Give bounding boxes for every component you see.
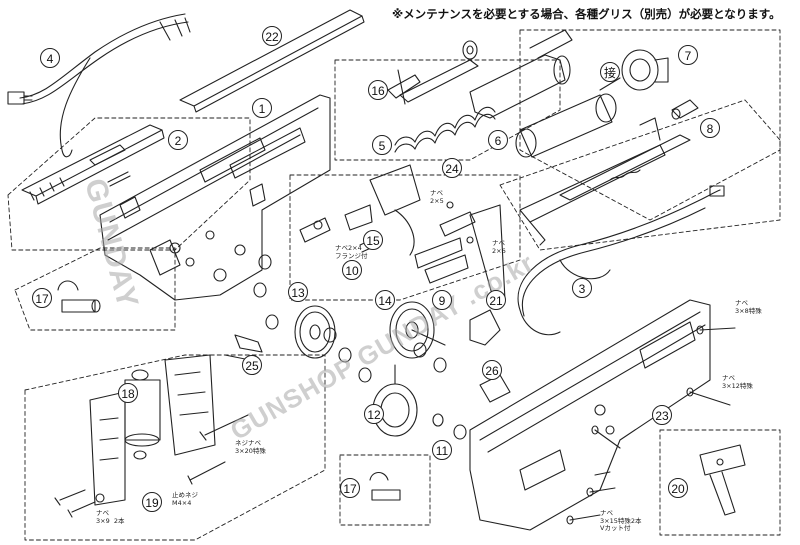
- callout-5: 5: [372, 135, 392, 155]
- part-7-cylinder-head: [599, 49, 669, 91]
- part-3-wiring: [517, 185, 725, 336]
- callout-8: 8: [700, 118, 720, 138]
- callout-12: 12: [364, 404, 384, 424]
- callout-16: 16: [368, 80, 388, 100]
- part-17-bottom-piece: [369, 471, 401, 501]
- screw-label-3x8: ナベ 3×8特殊: [735, 299, 762, 315]
- part-5-piston: [394, 29, 573, 153]
- screws-right: [566, 325, 736, 525]
- part-nozzle: [671, 99, 699, 120]
- part-1-gearbox-shell: [99, 94, 331, 301]
- group-box-selector: [289, 174, 521, 301]
- callout-1: 1: [252, 98, 272, 118]
- screws-lower-left: [54, 414, 249, 518]
- callout-18: 18: [118, 383, 138, 403]
- part-26-trigger: [469, 309, 511, 403]
- callout-11: 11: [432, 440, 452, 460]
- callout-23: 23: [652, 405, 672, 425]
- callout-9: 9: [432, 290, 452, 310]
- part-14-sector-gear: [389, 301, 446, 359]
- part-12-bevel-gear: [372, 364, 418, 437]
- callout-7: 7: [678, 45, 698, 65]
- part-20-lever: [699, 444, 746, 516]
- part-23-lower-shell: [469, 299, 711, 531]
- group-box-upper-left: [7, 117, 251, 251]
- callout-22: 22: [262, 26, 282, 46]
- bushings: [253, 254, 467, 440]
- screw-label-2x5: ナベ 2×5: [430, 189, 444, 205]
- group-box-motor: [24, 354, 326, 541]
- callout-21: 21: [486, 290, 506, 310]
- screw-label-2x4-flange: ナベ2×4 フランジ付: [335, 244, 368, 260]
- callout-4: 4: [40, 48, 60, 68]
- part-2-plate: [21, 124, 165, 205]
- part-4-wiring: [7, 13, 191, 158]
- screw-label-3x15: ナベ 3×15特殊2本 Vカット付: [600, 509, 642, 532]
- callout-19: 19: [142, 492, 162, 512]
- callout-24: 24: [442, 158, 462, 178]
- callout-17-bottom: 17: [340, 478, 360, 498]
- part-13-spur-gear: [294, 305, 336, 359]
- callout-15: 15: [363, 230, 383, 250]
- group-box-17-bottom: [339, 454, 431, 526]
- screw-label-2x6: ナベ 2×6: [492, 239, 506, 255]
- part-22-plate: [179, 9, 365, 113]
- group-box-20: [659, 429, 781, 536]
- callout-6: 6: [488, 130, 508, 150]
- selector-assembly: [299, 164, 476, 284]
- callout-13: 13: [288, 282, 308, 302]
- screw-label-3x12: ナベ 3×12特殊: [722, 374, 753, 390]
- part-19-motor-cage: [89, 354, 216, 506]
- callout-26: 26: [482, 360, 502, 380]
- part-17-top-piece: [57, 280, 101, 313]
- screw-label-3x20: ネジナベ 3×20特殊: [235, 439, 266, 455]
- callout-14: 14: [375, 290, 395, 310]
- callout-setsu: 接: [600, 62, 620, 82]
- callout-20: 20: [668, 478, 688, 498]
- callout-10: 10: [342, 260, 362, 280]
- callout-2: 2: [168, 130, 188, 150]
- part-6-cylinder: [462, 40, 617, 158]
- grease-note: ※メンテナンスを必要とする場合、各種グリス（別売）が必要となります。: [392, 7, 781, 21]
- group-box-17-top: [14, 247, 176, 331]
- screw-label-3x9: ナベ 3×9 2本: [96, 509, 125, 525]
- callout-17-top: 17: [32, 288, 52, 308]
- callout-3: 3: [572, 278, 592, 298]
- part-11-bushing: [432, 413, 444, 427]
- part-8-bar: [519, 117, 691, 246]
- callout-25: 25: [242, 355, 262, 375]
- group-box-8: [499, 99, 781, 251]
- screw-label-m4x4: 止めネジ M4×4: [172, 491, 198, 507]
